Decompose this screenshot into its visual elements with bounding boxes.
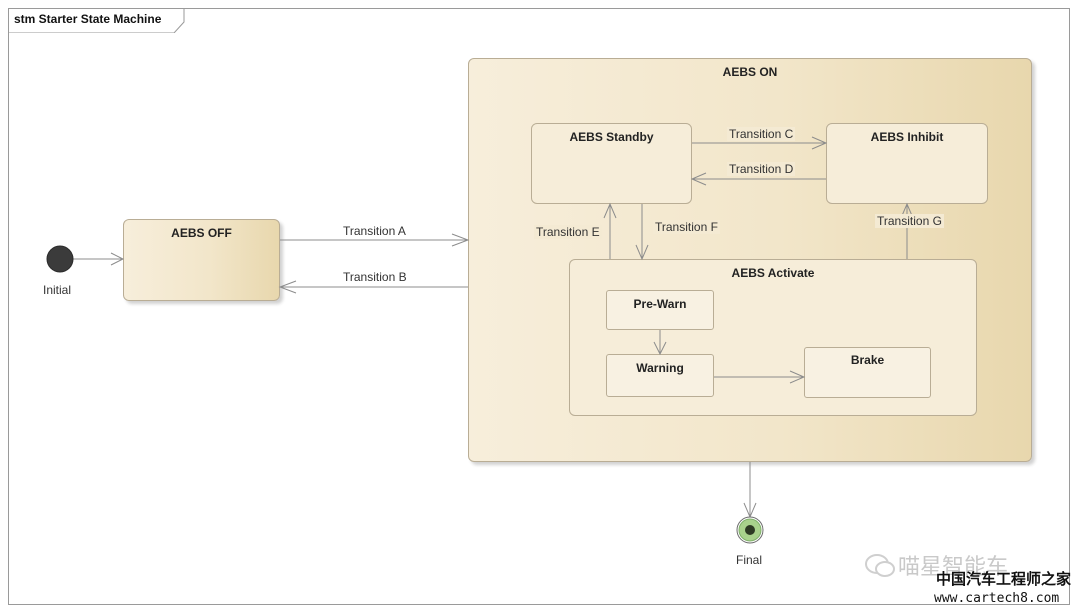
transition-a-label: Transition A	[343, 224, 406, 238]
state-brake-title: Brake	[850, 353, 885, 367]
arrowhead	[635, 244, 649, 261]
initial-label: Initial	[43, 283, 72, 297]
arrowhead	[789, 370, 806, 384]
arrowhead	[811, 136, 828, 150]
state-pre-warn[interactable]: Pre-Warn	[606, 290, 714, 330]
state-warning-title: Warning	[636, 361, 684, 375]
final-node	[736, 516, 764, 544]
state-brake[interactable]: Brake	[804, 347, 931, 398]
wechat-icon	[865, 554, 895, 577]
arrowhead	[653, 341, 667, 356]
transition-f-label: Transition F	[653, 220, 720, 234]
transition-e-label: Transition E	[534, 225, 602, 239]
state-aebs-on-title: AEBS ON	[722, 65, 778, 79]
watermark-url: www.cartech8.com	[934, 591, 1060, 606]
state-aebs-standby[interactable]: AEBS Standby	[531, 123, 692, 204]
state-pre-warn-title: Pre-Warn	[633, 297, 687, 311]
transition-g-label: Transition G	[875, 214, 944, 228]
watermark-channel: 喵星智能车	[898, 554, 1009, 579]
transition-d-label: Transition D	[727, 162, 796, 176]
transition-b-label: Transition B	[343, 270, 407, 284]
initial-node	[46, 245, 74, 273]
state-aebs-activate-title: AEBS Activate	[731, 266, 815, 280]
arrowhead	[603, 202, 617, 219]
watermark-site-name: 中国汽车工程师之家	[936, 570, 1072, 588]
state-warning[interactable]: Warning	[606, 354, 714, 397]
arrowhead	[451, 233, 470, 247]
frame-tab	[8, 8, 185, 33]
state-aebs-inhibit[interactable]: AEBS Inhibit	[826, 123, 988, 204]
diagram-frame	[8, 8, 1070, 605]
diagram-title: stm Starter State Machine	[14, 12, 162, 26]
state-aebs-off-title: AEBS OFF	[171, 226, 232, 240]
final-label: Final	[736, 553, 763, 567]
arrowhead	[278, 280, 297, 294]
state-aebs-standby-title: AEBS Standby	[569, 130, 654, 144]
arrowhead	[690, 172, 707, 186]
arrowhead	[110, 252, 125, 266]
state-aebs-off[interactable]: AEBS OFF	[123, 219, 280, 301]
transition-c-label: Transition C	[727, 127, 796, 141]
state-aebs-inhibit-title: AEBS Inhibit	[870, 130, 944, 144]
arrowhead	[900, 202, 914, 219]
